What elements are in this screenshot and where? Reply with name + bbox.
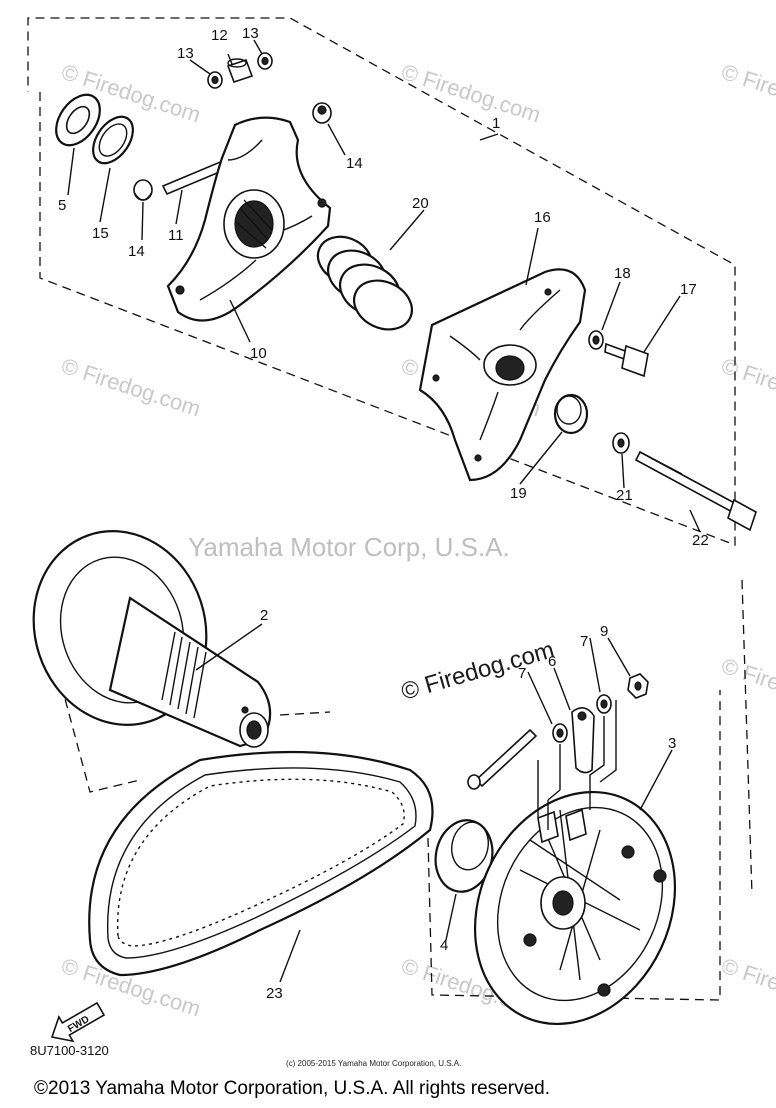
part-movable-sheave-3: [473, 790, 677, 1026]
part-washer-19: [553, 393, 589, 435]
watermark-faint: © Firedog.com: [58, 353, 203, 421]
callout-15: 15: [92, 225, 109, 242]
callout-20: 20: [412, 195, 429, 212]
callout-23: 23: [266, 985, 283, 1002]
part-fixed-sheave-2: [32, 530, 272, 748]
callout-2: 2: [260, 607, 268, 624]
part-spring-20: [316, 235, 413, 331]
callout-numbers: 1 2 3 4 5 6 7 7 9 10 11 12 13 13 14 14 1…: [58, 25, 709, 1002]
part-cover-16: [418, 268, 587, 482]
part-weight-6: [571, 707, 595, 774]
part-pin-long: [467, 728, 538, 790]
part-washer-5: [55, 93, 101, 147]
callout-18: 18: [614, 265, 631, 282]
callout-14-left: 14: [128, 243, 145, 260]
watermark-faint: © Firedog.com: [718, 653, 776, 721]
callout-14-right: 14: [346, 155, 363, 172]
part-washer-18: [588, 330, 604, 350]
callout-16: 16: [534, 209, 551, 226]
part-nut-13-left: [207, 71, 223, 89]
callout-17: 17: [680, 281, 697, 298]
watermark-faint: © Firedog.com: [398, 59, 543, 127]
part-washer-7-left: [552, 723, 568, 743]
part-nut-13-right: [257, 52, 273, 70]
callout-12: 12: [211, 27, 228, 44]
callout-3: 3: [668, 735, 676, 752]
callout-9: 9: [600, 623, 608, 640]
callout-6: 6: [548, 653, 556, 670]
part-collar-12: [226, 58, 254, 84]
callout-1: 1: [492, 115, 500, 132]
leader-lines: [67, 39, 701, 983]
footer-copyright: ©2013 Yamaha Motor Corporation, U.S.A. A…: [34, 1078, 550, 1099]
callout-13-left: 13: [177, 45, 194, 62]
callout-22: 22: [692, 532, 709, 549]
watermark-faint: © Firedog.com: [718, 953, 776, 1021]
callout-19: 19: [510, 485, 527, 502]
callout-7-right: 7: [580, 633, 588, 650]
fwd-arrow-icon: FWD: [50, 1001, 106, 1043]
part-nut-9: [627, 673, 649, 699]
watermark-yamaha: Yamaha Motor Corp, U.S.A.: [188, 532, 510, 562]
part-slider-14-right: [312, 102, 332, 124]
callout-13-right: 13: [242, 25, 259, 42]
part-washer-21: [612, 432, 630, 454]
watermark-faint: © Firedog.com: [718, 59, 776, 127]
part-spider-10: [166, 116, 332, 322]
part-slider-14-left: [133, 179, 153, 201]
callout-7-left: 7: [518, 665, 526, 682]
part-bolt-17: [604, 342, 649, 378]
group-outline-upper: [27, 17, 736, 546]
callout-4: 4: [440, 937, 448, 954]
watermark-firedog: © Firedog.com: [398, 636, 557, 705]
callout-10: 10: [250, 345, 267, 362]
watermark-faint: © Firedog.com: [718, 353, 776, 421]
diagram-code: 8U7100-3120: [30, 1043, 109, 1058]
callout-5: 5: [58, 197, 66, 214]
small-copyright: (c) 2005-2015 Yamaha Motor Corporation, …: [286, 1059, 461, 1068]
assembly-guide-lines: [537, 700, 617, 830]
callout-11: 11: [168, 227, 184, 244]
part-ring-4: [434, 819, 494, 893]
part-washer-15: [92, 115, 134, 165]
part-washer-7-right: [596, 694, 612, 714]
callout-21: 21: [616, 487, 633, 504]
part-belt-23: [88, 750, 434, 977]
part-bolt-22: [634, 450, 757, 532]
fwd-label: FWD: [66, 1014, 91, 1035]
